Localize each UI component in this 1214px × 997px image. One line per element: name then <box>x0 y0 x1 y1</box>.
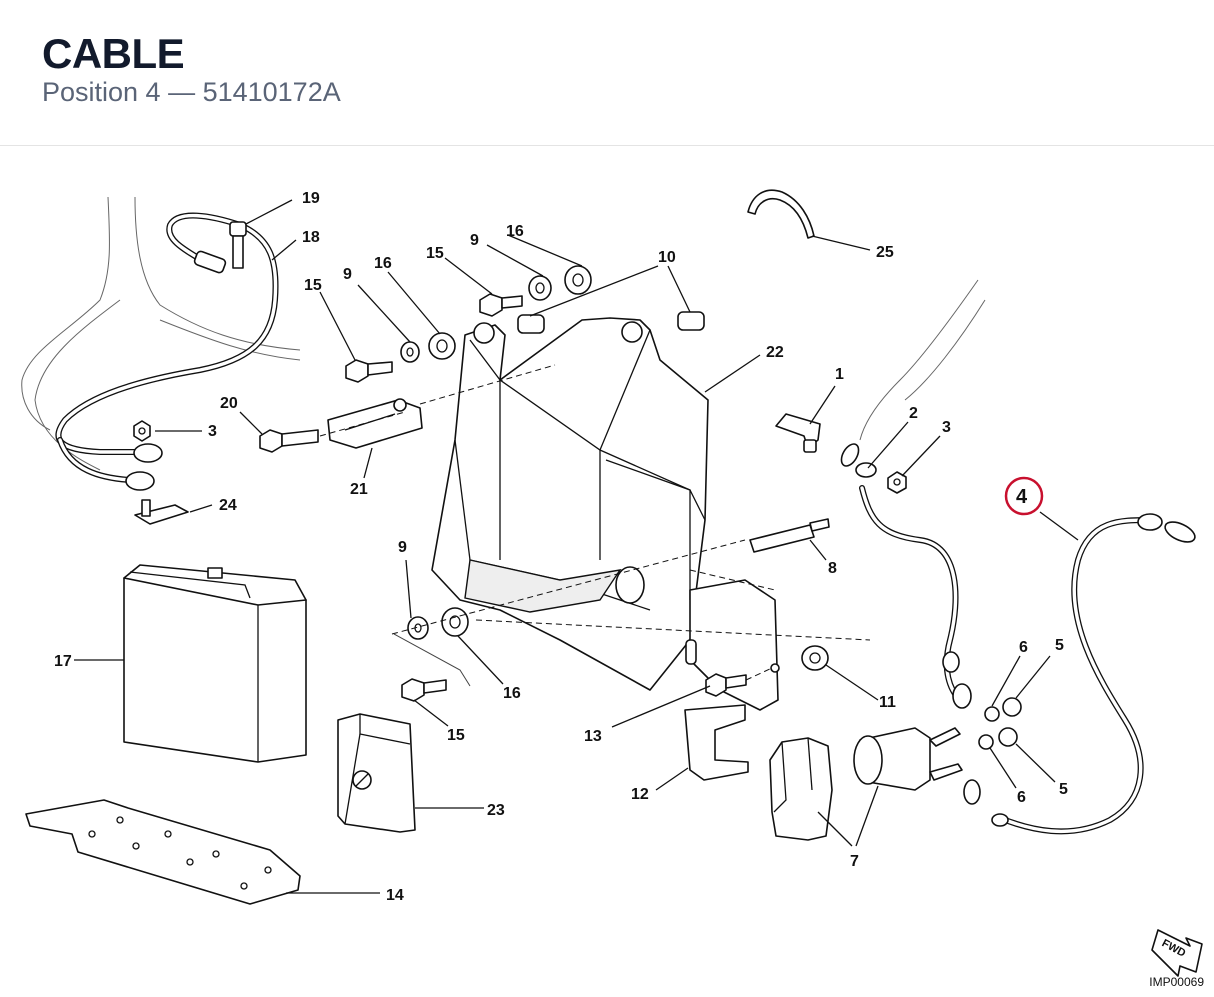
callout-8: 8 <box>828 560 837 577</box>
callout-13: 13 <box>584 728 602 745</box>
nut-part-right[interactable] <box>887 471 907 494</box>
callout-22: 22 <box>766 344 784 361</box>
callout-4: 4 <box>1016 486 1028 508</box>
callout-7: 7 <box>850 853 859 870</box>
leader-lines <box>74 199 1079 894</box>
part-position-subtitle: Position 4 — 51410172A <box>42 77 341 107</box>
callout-14: 14 <box>386 887 404 904</box>
callout-9: 9 <box>398 539 407 556</box>
forward-arrow-icon: FWD <box>1151 929 1203 977</box>
callout-11: 11 <box>879 694 896 711</box>
figure-id: IMP00069 <box>1149 975 1204 989</box>
callout-24: 24 <box>219 497 237 514</box>
callout-20: 20 <box>220 395 238 412</box>
hardware-set-left[interactable] <box>345 332 456 383</box>
callout-2: 2 <box>909 405 918 422</box>
callout-16: 16 <box>503 685 521 702</box>
callout-25: 25 <box>876 244 894 261</box>
callout-15: 15 <box>426 245 444 262</box>
nut-part[interactable] <box>133 420 151 442</box>
starter-relay-part[interactable] <box>769 727 963 841</box>
standoff-part[interactable] <box>749 518 830 553</box>
screw-part-13[interactable] <box>705 673 747 697</box>
bushing-part-11[interactable] <box>801 645 829 671</box>
callout-5: 5 <box>1059 781 1068 798</box>
callout-15: 15 <box>304 277 322 294</box>
page-title: CABLE <box>42 30 185 77</box>
wire-harness-right <box>859 279 986 441</box>
callout-9: 9 <box>470 232 479 249</box>
callout-15: 15 <box>447 727 465 744</box>
bolt-part[interactable] <box>259 429 319 453</box>
battery-tray-part[interactable] <box>431 317 709 691</box>
callout-6: 6 <box>1017 789 1026 806</box>
callout-labels: 19 18 16 9 15 10 25 15 9 16 22 20 3 21 2… <box>54 190 1068 904</box>
callout-3: 3 <box>942 419 951 436</box>
alignment-lines <box>319 364 871 687</box>
battery-part[interactable] <box>123 564 307 763</box>
callout-5: 5 <box>1055 637 1064 654</box>
bushing-part[interactable] <box>517 311 705 334</box>
terminal-part[interactable] <box>775 413 821 453</box>
callout-9: 9 <box>343 266 352 283</box>
callout-16: 16 <box>506 223 524 240</box>
callout-16: 16 <box>374 255 392 272</box>
callout-12: 12 <box>631 786 649 803</box>
mounting-bracket-part[interactable] <box>327 398 423 449</box>
battery-plate-part[interactable] <box>25 799 301 905</box>
starter-cable-part[interactable] <box>838 441 972 709</box>
callout-10: 10 <box>658 249 676 266</box>
washer-nut-set[interactable] <box>978 697 1022 750</box>
callout-17: 17 <box>54 653 72 670</box>
cable-part-position-4[interactable] <box>963 513 1198 835</box>
highlighted-callout-4[interactable]: 4 <box>1004 476 1044 516</box>
hardware-set-lower[interactable] <box>401 607 469 702</box>
terminal-cover-part[interactable] <box>337 713 416 833</box>
callout-3: 3 <box>208 423 217 440</box>
callout-21: 21 <box>350 481 368 498</box>
hardware-set-upper[interactable] <box>479 265 592 317</box>
ground-bracket-part[interactable] <box>134 499 189 525</box>
wire-harness-left <box>21 196 301 471</box>
callout-23: 23 <box>487 802 505 819</box>
ground-cable-part[interactable] <box>55 212 279 491</box>
callout-6: 6 <box>1019 639 1028 656</box>
callout-19: 19 <box>302 190 320 207</box>
screw-part[interactable] <box>229 221 247 269</box>
page-header: CABLE Position 4 — 51410172A <box>0 0 1214 146</box>
callout-1: 1 <box>835 366 844 383</box>
cable-clamp-part[interactable] <box>747 189 815 239</box>
callout-18: 18 <box>302 229 320 246</box>
